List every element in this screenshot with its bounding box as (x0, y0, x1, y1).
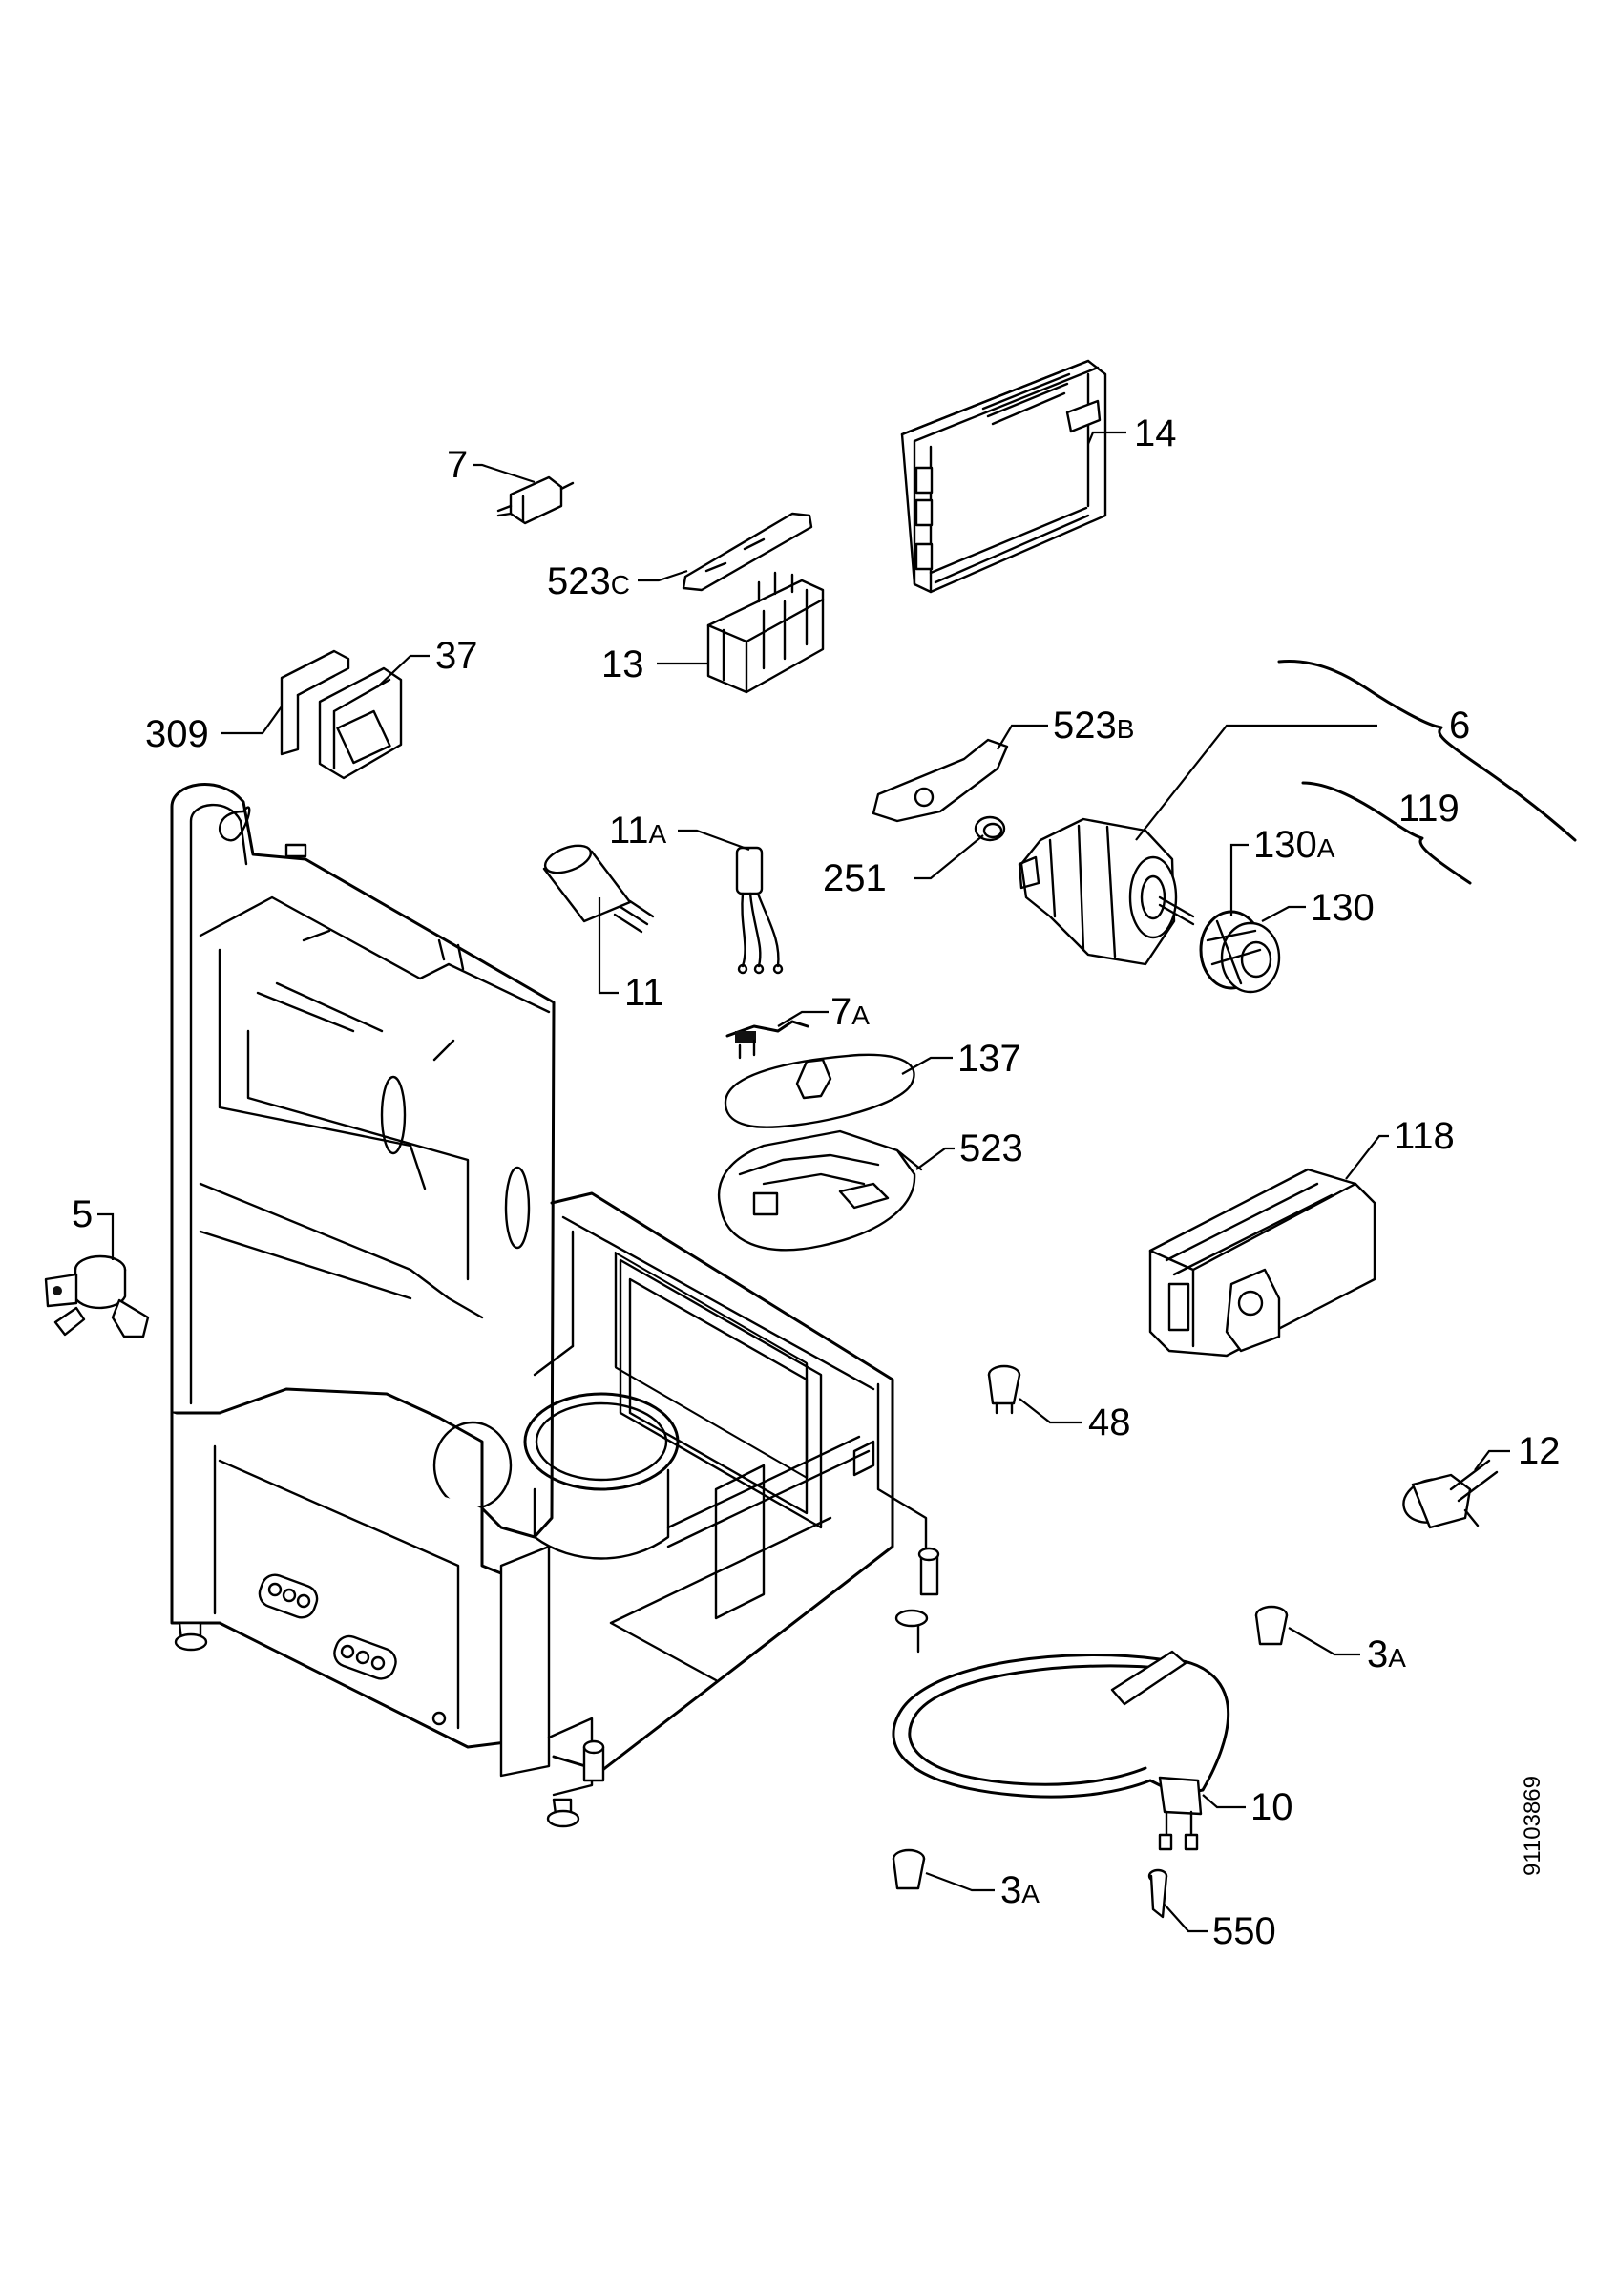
callout-11a: 11A (609, 810, 667, 852)
leader-523b (997, 724, 1048, 750)
dishwasher-base-frame (170, 783, 940, 1828)
leader-130 (1261, 905, 1306, 922)
leader-523 (915, 1147, 955, 1170)
callout-130: 130 (1311, 887, 1375, 929)
part-523b-bracket (872, 738, 1009, 823)
leader-118 (1345, 1134, 1389, 1180)
callout-119: 119 (1398, 788, 1460, 830)
part-5-inlet-valve (44, 1254, 150, 1338)
part-550-screw (1147, 1868, 1168, 1919)
leader-11a (678, 829, 750, 852)
callout-7a: 7A (830, 991, 870, 1033)
brace-6 (1277, 659, 1577, 842)
leader-11 (598, 897, 619, 995)
callout-3a-right: 3A (1367, 1633, 1406, 1675)
part-137-gasket (724, 1053, 915, 1128)
callout-7: 7 (447, 444, 468, 486)
leader-5 (97, 1212, 115, 1260)
part-13-terminal-block (706, 571, 825, 694)
part-523c-bracket (682, 512, 813, 592)
brace-119 (1301, 781, 1472, 885)
part-11a-suppressor (735, 846, 784, 975)
leader-lines (97, 431, 1577, 1933)
part-130-impeller (1199, 910, 1281, 994)
callout-12: 12 (1518, 1430, 1561, 1472)
callout-3a-bottom: 3A (1000, 1869, 1040, 1911)
part-6-motor (1018, 817, 1195, 966)
part-48-plug (987, 1364, 1021, 1415)
leader-3a-bottom (925, 1871, 995, 1892)
leader-130a (1229, 843, 1249, 916)
callout-37: 37 (435, 635, 478, 677)
leader-14 (1086, 431, 1126, 445)
callout-11: 11 (624, 972, 664, 1014)
part-37-switch (318, 666, 403, 780)
part-14-control-board (900, 359, 1107, 594)
leader-7a (777, 1010, 829, 1027)
callout-118: 118 (1394, 1115, 1455, 1157)
part-251-grommet (974, 815, 1006, 842)
callout-10: 10 (1250, 1786, 1293, 1828)
part-523-housing (717, 1129, 923, 1252)
leader-550 (1164, 1904, 1208, 1933)
leader-7 (473, 463, 536, 484)
callout-523c: 523C (547, 560, 630, 602)
callout-523: 523 (959, 1127, 1023, 1169)
leader-12 (1474, 1449, 1510, 1471)
leader-6 (1135, 724, 1377, 841)
callout-5: 5 (72, 1193, 93, 1235)
callout-309: 309 (145, 713, 209, 755)
part-309-bracket (280, 649, 350, 756)
leader-48 (1019, 1398, 1082, 1424)
leader-37 (376, 654, 430, 688)
leader-3a-right (1288, 1627, 1360, 1656)
part-12-thermostat (1402, 1459, 1499, 1529)
leader-309 (221, 706, 283, 735)
callout-6: 6 (1449, 705, 1470, 747)
part-3a-right-plug (1254, 1605, 1289, 1646)
part-7-connector (496, 475, 575, 525)
callout-labels: 7 14 523C 13 37 309 523B 6 119 11A 251 1… (72, 412, 1561, 1952)
drawing-number: 91103869 (1520, 1776, 1545, 1876)
leader-137 (901, 1056, 953, 1075)
callout-550: 550 (1212, 1910, 1276, 1952)
leader-523c (638, 569, 688, 582)
part-7a-sensor (725, 1020, 809, 1060)
part-3a-bottom-plug (892, 1848, 926, 1890)
part-11-capacitor (542, 844, 655, 934)
leader-251 (914, 834, 984, 880)
leader-10 (1202, 1794, 1246, 1809)
callout-14: 14 (1134, 412, 1177, 454)
callout-130a: 130A (1253, 824, 1335, 866)
callout-523b: 523B (1053, 705, 1134, 747)
callout-137: 137 (957, 1038, 1021, 1080)
callout-251: 251 (823, 857, 887, 899)
callout-13: 13 (601, 643, 644, 685)
part-118-dispenser (1148, 1168, 1376, 1358)
callout-48: 48 (1088, 1401, 1131, 1443)
part-10-heating-element (892, 1650, 1230, 1851)
